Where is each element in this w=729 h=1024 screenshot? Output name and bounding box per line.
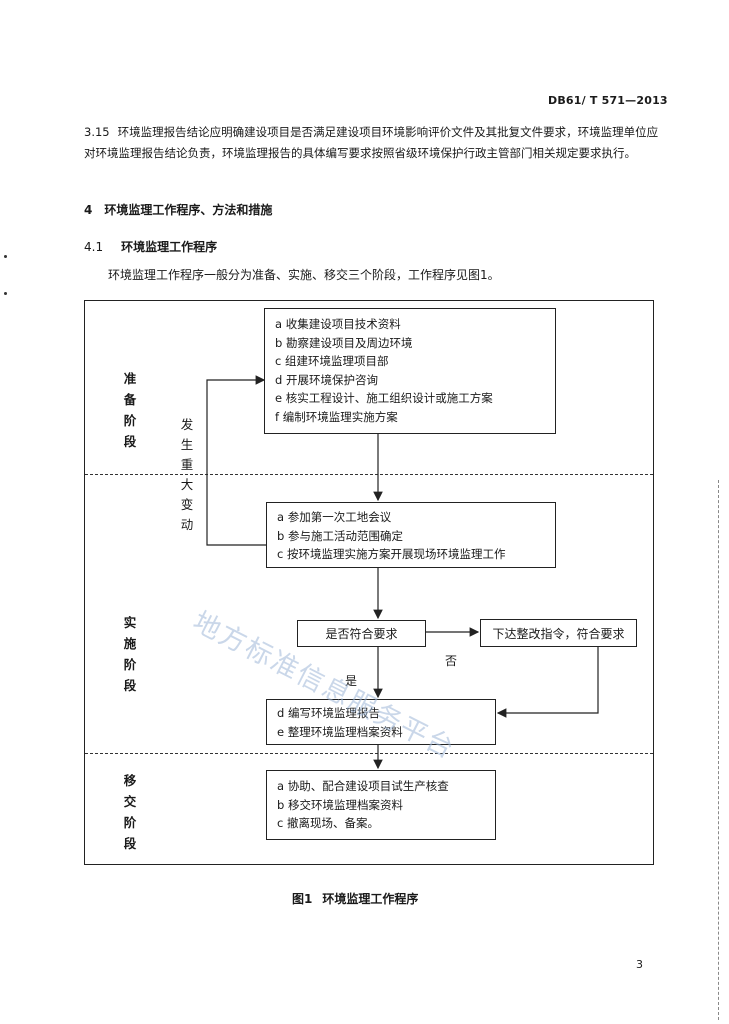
- section-title: 环境监理工作程序、方法和措施: [104, 203, 273, 217]
- flowchart-frame: [84, 300, 654, 865]
- scan-mark: [4, 255, 7, 258]
- page-number: 3: [636, 958, 643, 971]
- section-number: 4: [84, 203, 93, 217]
- yes-label: 是: [345, 674, 358, 688]
- stage-prepare-label: 准备阶段: [123, 371, 137, 449]
- prepare-task-a: a 收集建设项目技术资料: [275, 317, 401, 331]
- arrow-rectify-to-report: [496, 647, 599, 718]
- prepare-task-d: d 开展环境保护咨询: [275, 372, 378, 387]
- clause-number: 3.15: [84, 125, 110, 139]
- handover-task-c: c 撤离现场、备案。: [277, 816, 379, 830]
- subsection-title: 环境监理工作程序: [121, 240, 218, 254]
- report-task-e: e 整理环境监理档案资料: [277, 724, 403, 739]
- stage-handover-label: 移交阶段: [123, 773, 137, 851]
- handover-task-b: b 移交环境监理档案资料: [277, 797, 403, 812]
- subsection-number: 4.1: [84, 240, 104, 254]
- stage-implement-label: 实施阶段: [123, 615, 137, 693]
- standard-number: DB61/ T 571—2013: [548, 94, 668, 107]
- report-tasks-box: d 编写环境监理报告 e 整理环境监理档案资料: [266, 699, 496, 745]
- arrow-major-change-loop: [206, 375, 266, 546]
- stage-divider: [85, 753, 653, 754]
- figure-caption: 图1 环境监理工作程序: [292, 890, 418, 907]
- handover-task-a: a 协助、配合建设项目试生产核查: [277, 779, 449, 793]
- prepare-task-f: f 编制环境监理实施方案: [275, 409, 398, 424]
- scan-edge-line: [718, 480, 719, 1020]
- intro-paragraph: 环境监理工作程序一般分为准备、实施、移交三个阶段，工作程序见图1。: [108, 268, 500, 282]
- major-change-label: 发生重大变动: [180, 417, 194, 532]
- section-4-heading: 4 环境监理工作程序、方法和措施: [84, 201, 272, 218]
- implement-task-c: c 按环境监理实施方案开展现场环境监理工作: [277, 547, 506, 561]
- prepare-tasks-box: a 收集建设项目技术资料 b 勘察建设项目及周边环境 c 组建环境监理项目部 d…: [264, 308, 556, 434]
- prepare-task-e: e 核实工程设计、施工组织设计或施工方案: [275, 391, 493, 405]
- stage-divider: [85, 474, 653, 475]
- figure-number: 图1: [292, 892, 313, 906]
- handover-tasks-box: a 协助、配合建设项目试生产核查 b 移交环境监理档案资料 c 撤离现场、备案。: [266, 770, 496, 840]
- no-label: 否: [445, 654, 458, 668]
- section-4-1-heading: 4.1 环境监理工作程序: [84, 238, 217, 255]
- implement-tasks-box: a 参加第一次工地会议 b 参与施工活动范围确定 c 按环境监理实施方案开展现场…: [266, 502, 556, 568]
- implement-task-b: b 参与施工活动范围确定: [277, 528, 403, 543]
- prepare-task-b: b 勘察建设项目及周边环境: [275, 335, 413, 350]
- clause-text: 环境监理报告结论应明确建设项目是否满足建设项目环境影响评价文件及其批复文件要求，…: [84, 125, 659, 160]
- report-task-d: d 编写环境监理报告: [277, 706, 380, 720]
- figure-title: 环境监理工作程序: [322, 892, 419, 906]
- decision-box: 是否符合要求: [297, 620, 426, 647]
- scan-mark: [4, 292, 7, 295]
- implement-task-a: a 参加第一次工地会议: [277, 510, 392, 524]
- rectify-box: 下达整改指令，符合要求: [480, 619, 637, 647]
- prepare-task-c: c 组建环境监理项目部: [275, 354, 389, 368]
